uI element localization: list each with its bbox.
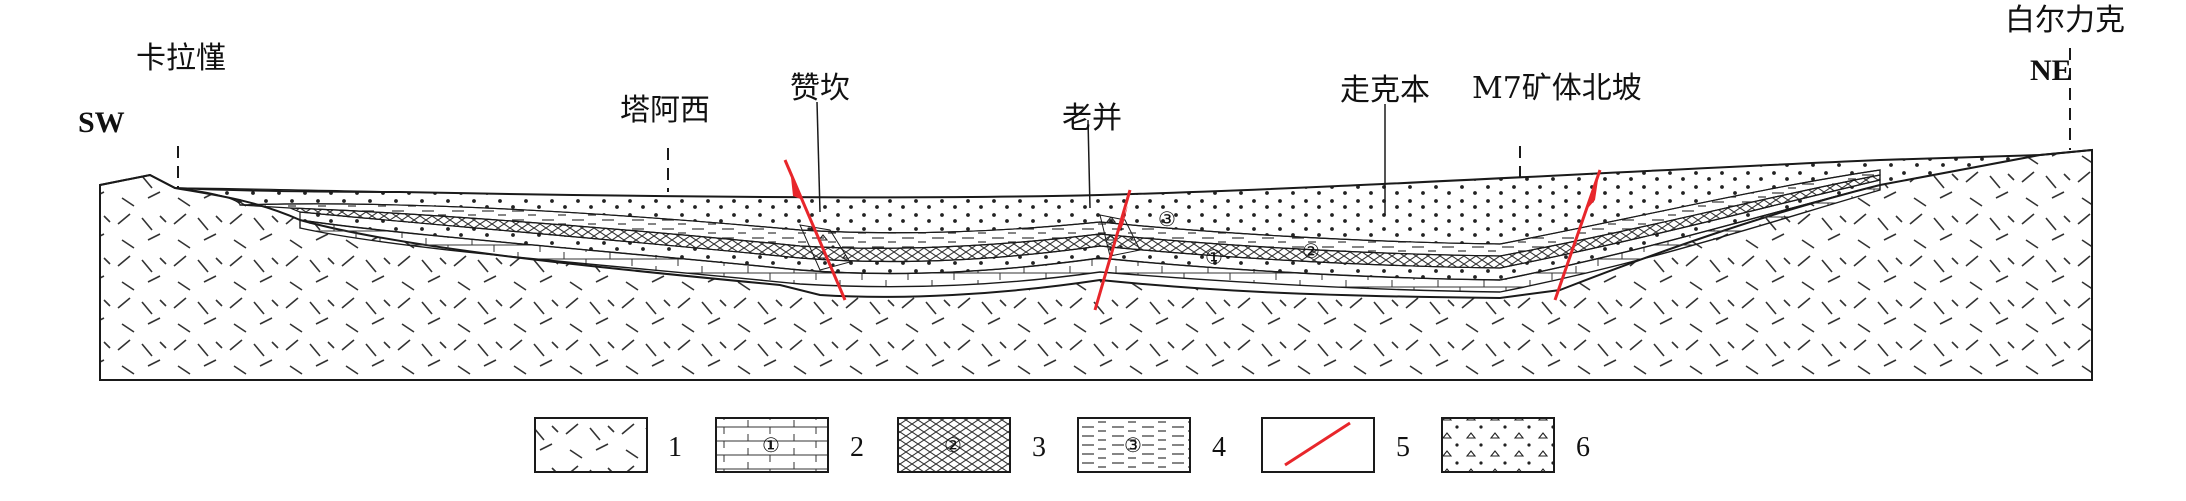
legend-item-volcanic: 1 bbox=[534, 417, 682, 473]
direction-ne: NE bbox=[2030, 54, 2072, 87]
svg-text:2: 2 bbox=[850, 432, 864, 463]
svg-text:1: 1 bbox=[668, 432, 682, 463]
locality-kalaqin: 卡拉慬 bbox=[136, 41, 226, 76]
locality-taaxi: 塔阿西 bbox=[620, 93, 710, 128]
svg-text:③: ③ bbox=[1124, 435, 1142, 457]
layer-marker-1: ① bbox=[1205, 247, 1223, 269]
locality-baierlike: 白尔力克 bbox=[2005, 3, 2125, 38]
legend: 1 ① 2 ② 3 ③ 4 5 6 bbox=[534, 417, 1590, 473]
locality-zankan: 赞坎 bbox=[790, 71, 850, 106]
direction-sw: SW bbox=[78, 106, 125, 139]
legend-item-layer-3: ③ 4 bbox=[1077, 417, 1226, 473]
legend-item-fault: 5 bbox=[1261, 417, 1410, 473]
legend-item-layer-2: ② 3 bbox=[897, 417, 1046, 473]
svg-text:6: 6 bbox=[1576, 432, 1590, 463]
fault-zankan bbox=[783, 159, 847, 301]
svg-text:5: 5 bbox=[1396, 432, 1410, 463]
svg-text:3: 3 bbox=[1032, 432, 1046, 463]
legend-item-layer-1: ① 2 bbox=[715, 417, 864, 473]
svg-text:②: ② bbox=[944, 435, 962, 457]
locality-laobing: 老并 bbox=[1062, 101, 1122, 136]
layer-marker-3: ③ bbox=[1158, 209, 1176, 231]
surface-line bbox=[99, 149, 2093, 199]
legend-item-breccia: 6 bbox=[1441, 417, 1590, 473]
locality-zoukeben: 走克本 bbox=[1340, 73, 1430, 108]
fault-laobing bbox=[1093, 189, 1132, 311]
fault-m7 bbox=[1553, 169, 1602, 301]
svg-text:4: 4 bbox=[1212, 432, 1226, 463]
breccia-lens bbox=[799, 224, 851, 271]
locality-m7: M7矿体北坡 bbox=[1472, 71, 1642, 106]
locality-leaders bbox=[177, 48, 2071, 192]
breccia-lens bbox=[1099, 214, 1141, 257]
svg-text:①: ① bbox=[762, 435, 780, 457]
layer-marker-2: ② bbox=[1302, 241, 1320, 263]
